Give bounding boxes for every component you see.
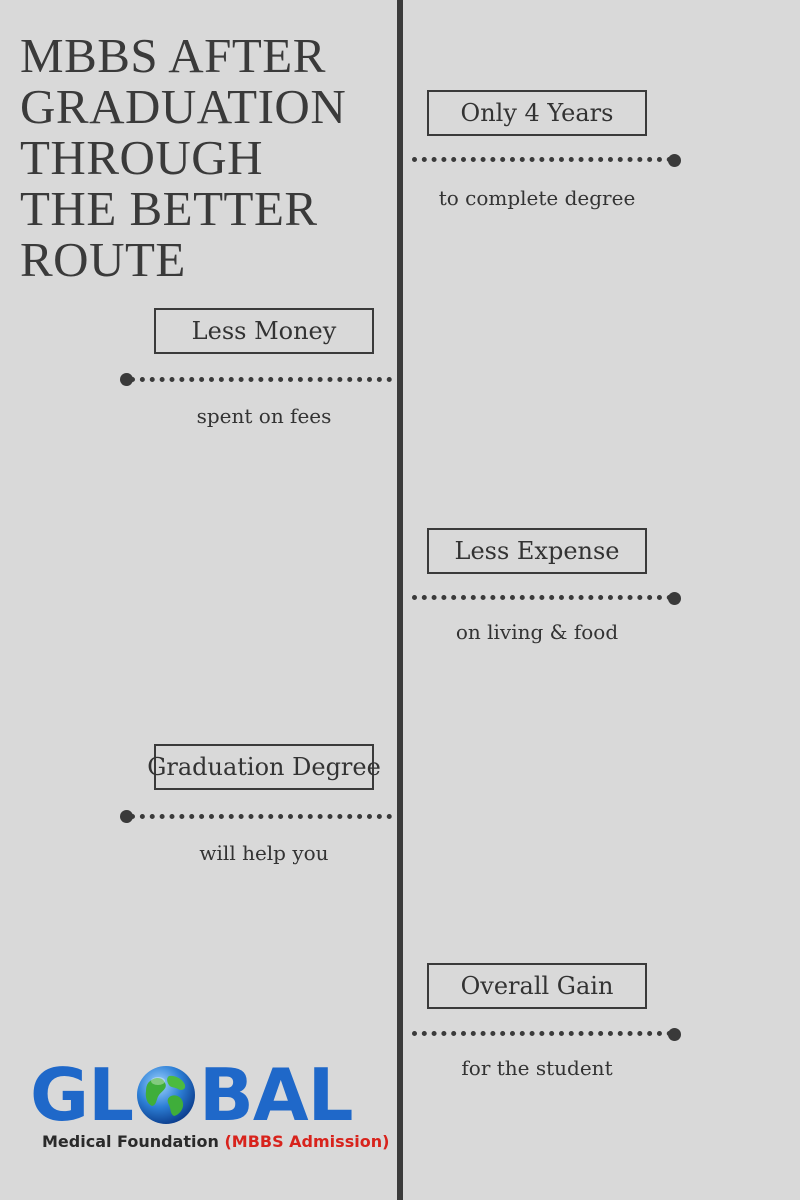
timeline-caption: spent on fees — [196, 404, 332, 428]
global-logo: GL BAL Medical Foundation (MBBS Admissio… — [30, 1053, 389, 1158]
timeline-caption: to complete degree — [438, 186, 636, 210]
timeline-dot — [668, 592, 681, 605]
timeline-dot — [120, 810, 133, 823]
logo-word-end: BAL — [198, 1053, 353, 1137]
timeline-label-box: Less Money — [154, 308, 374, 354]
logo-subtitle-text: Medical Foundation — [42, 1132, 219, 1151]
timeline-axis — [397, 0, 403, 1200]
timeline-connector — [130, 814, 392, 819]
timeline-caption: on living & food — [455, 620, 619, 644]
timeline-connector — [412, 595, 672, 600]
timeline-connector — [412, 157, 672, 162]
timeline-label-box: Only 4 Years — [427, 90, 647, 136]
timeline-label-box: Overall Gain — [427, 963, 647, 1009]
timeline-label-box: Less Expense — [427, 528, 647, 574]
logo-subtitle: Medical Foundation (MBBS Admission) — [42, 1132, 389, 1151]
timeline-connector — [412, 1031, 672, 1036]
timeline-dot — [120, 373, 133, 386]
timeline-dot — [668, 154, 681, 167]
timeline-connector — [130, 377, 392, 382]
timeline-dot — [668, 1028, 681, 1041]
timeline-caption: for the student — [461, 1056, 613, 1080]
timeline-label-box: Graduation Degree — [147, 744, 381, 790]
timeline-caption: will help you — [199, 841, 329, 865]
logo-subtitle-highlight: (MBBS Admission) — [224, 1132, 390, 1151]
globe-icon — [136, 1066, 195, 1124]
logo-word-start: GL — [30, 1053, 134, 1137]
logo-wordmark: GL BAL — [30, 1053, 353, 1137]
page-title: MBBS AFTER GRADUATION THROUGH THE BETTER… — [20, 28, 347, 287]
